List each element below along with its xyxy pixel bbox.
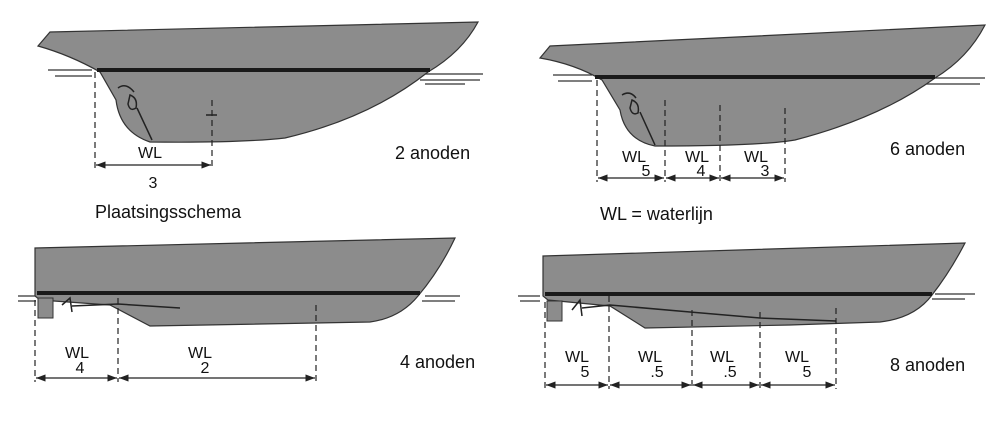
sailboat-6-anodes: WL 5 WL 4 WL 3 6 anoden WL = waterlijn [538, 24, 987, 224]
segment-label: WL [622, 149, 646, 166]
caption: 8 anoden [890, 355, 965, 375]
title: Plaatsingsschema [95, 202, 242, 222]
caption: 6 anoden [890, 139, 965, 159]
segment-value: 5 [581, 364, 590, 381]
sailboat-2-anodes: WL 3 2 anoden Plaatsingsschema [36, 21, 483, 222]
hull [542, 242, 967, 329]
segment-label: WL [785, 349, 809, 366]
segment-value: 3 [761, 163, 770, 180]
rudder [117, 85, 153, 141]
segment-value: .5 [650, 364, 663, 381]
rudder [37, 297, 54, 319]
segment-value: 4 [76, 360, 85, 377]
segment-label: WL [188, 345, 212, 362]
caption: 2 anoden [395, 143, 470, 163]
caption: 4 anoden [400, 352, 475, 372]
hull [538, 24, 987, 147]
segment-value: .5 [723, 364, 736, 381]
segment-label: WL [744, 149, 768, 166]
rudder [621, 92, 656, 146]
segment-value: 5 [803, 364, 812, 381]
propeller-shaft [571, 298, 837, 322]
segment-label: WL [638, 349, 662, 366]
rudder [546, 300, 563, 322]
segment-value: 5 [642, 163, 651, 180]
segment-value: 2 [201, 360, 210, 377]
motorboat-4-anodes: WL 4 WL 2 4 anoden [18, 237, 475, 382]
segment-label: WL [138, 145, 162, 162]
segment-label: WL [685, 149, 709, 166]
segment-label: WL [710, 349, 734, 366]
hull [34, 237, 456, 327]
segment-value: 4 [697, 163, 706, 180]
segment-label: WL [65, 345, 89, 362]
segment-label: WL [565, 349, 589, 366]
hull [36, 21, 480, 143]
motorboat-8-anodes: WL 5 WL .5 WL .5 WL 5 8 anoden [518, 242, 975, 389]
segment-value: 3 [149, 175, 158, 192]
legend: WL = waterlijn [600, 204, 713, 224]
